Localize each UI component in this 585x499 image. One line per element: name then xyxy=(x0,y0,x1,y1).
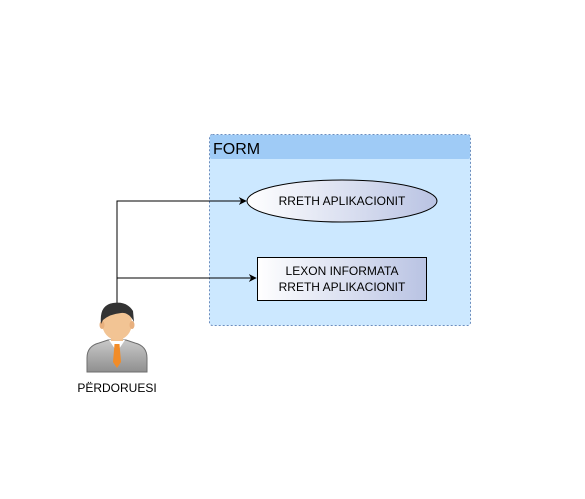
use-case-rectangle xyxy=(257,257,427,301)
use-case-lexon-informata-line1: LEXON INFORMATA xyxy=(286,264,399,278)
user-avatar-icon xyxy=(86,302,148,373)
edges xyxy=(116,197,257,312)
use-case-rreth-aplikacionit: RRETH APLIKACIONIT xyxy=(246,179,438,223)
use-case-rreth-aplikacionit-label: RRETH APLIKACIONIT xyxy=(279,194,406,208)
form-container-header xyxy=(210,135,470,159)
form-container-title: FORM xyxy=(213,141,260,158)
edge-actor-to-rreth-aplikacionit xyxy=(116,197,247,312)
use-case-lexon-informata: LEXON INFORMATA RRETH APLIKACIONIT xyxy=(257,257,427,301)
use-case-lexon-informata-line2: RRETH APLIKACIONIT xyxy=(279,280,406,294)
actor-perdoruesi: PËRDORUESI xyxy=(77,302,157,395)
use-case-ellipse xyxy=(246,179,438,223)
actor-label: PËRDORUESI xyxy=(77,381,156,395)
